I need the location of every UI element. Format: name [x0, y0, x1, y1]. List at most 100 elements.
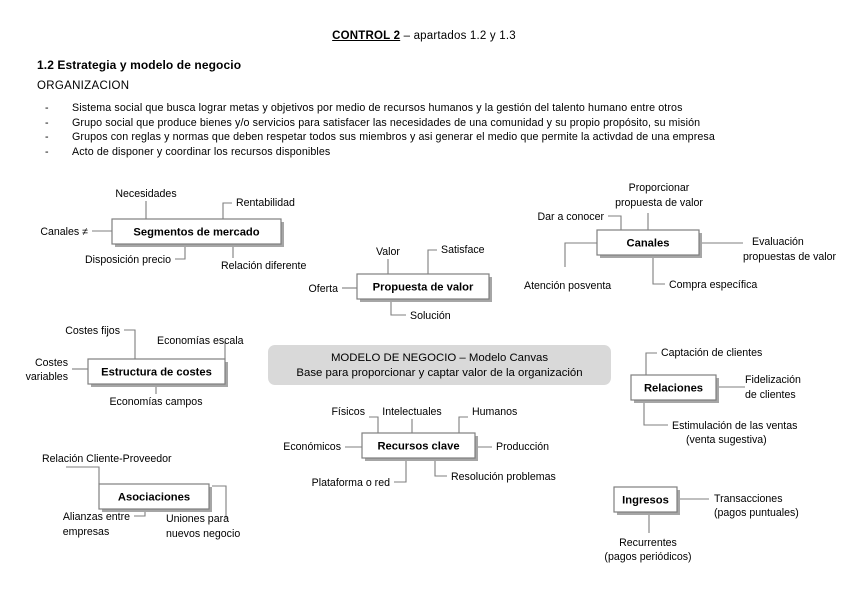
label-pagos-puntuales: (pagos puntuales) [714, 507, 799, 519]
document-title-underlined: CONTROL 2 [332, 30, 401, 42]
label-fidelizacion: Fidelización [745, 374, 801, 386]
label-costes-fijos: Costes fijos [65, 325, 120, 337]
connector-compra-especifica [652, 258, 665, 285]
label-intelectuales: Intelectuales [382, 406, 441, 418]
node-ingresos: Ingresos Transacciones (pagos puntuales)… [604, 486, 799, 563]
node-title: Estructura de costes [101, 367, 212, 379]
connector-uniones-para-nuevos-negocio [212, 485, 227, 518]
center-box-line2: Base para proporcionar y captar valor de… [296, 367, 582, 379]
connector-disposicion-precio [175, 244, 186, 260]
node-box [596, 229, 700, 256]
connector-plataforma-o-red [394, 461, 407, 483]
node-canales: Canales Proporcionar propuesta de valor … [524, 182, 837, 292]
label-alianzas-entre: Alianzas entre [63, 511, 130, 523]
node-propuesta-de-valor: Propuesta de valor Valor Satisface Ofert… [309, 244, 492, 322]
connector-atencion-posventa [564, 242, 597, 267]
label-uniones-para: Uniones para [166, 513, 229, 525]
label-atencion-posventa: Atención posventa [524, 280, 611, 292]
label-fidelizacion-de-clientes: de clientes [745, 389, 796, 401]
node-estructura-de-costes: Estructura de costes Costes fijos Econom… [26, 325, 244, 408]
node-box [98, 483, 210, 510]
label-nuevos-negocio: nuevos negocio [166, 528, 240, 540]
node-box [356, 273, 490, 300]
center-box-line1: MODELO DE NEGOCIO – Modelo Canvas [331, 352, 548, 364]
node-box [613, 486, 678, 513]
connector-relacion-cliente-proveedor [66, 466, 100, 484]
bullet-text: Grupos con reglas y normas que deben res… [72, 131, 715, 144]
label-rentabilidad: Rentabilidad [236, 197, 295, 209]
node-title: Segmentos de mercado [133, 227, 259, 239]
list-item: - Sistema social que busca lograr metas … [45, 101, 835, 116]
connector-satisface [427, 249, 437, 274]
label-canales-distintos: Canales ≠ [40, 226, 88, 238]
bullet-text: Sistema social que busca lograr metas y … [72, 102, 683, 114]
node-asociaciones: Asociaciones Relación Cliente-Proveedor … [42, 453, 240, 540]
connector-costes-fijos [124, 329, 136, 359]
label-plataforma-o-red: Plataforma o red [312, 477, 390, 489]
node-title: Propuesta de valor [373, 282, 474, 294]
label-proporcionar: Proporcionar [629, 182, 690, 194]
label-proporcionar-propuesta-de-valor: propuesta de valor [615, 197, 703, 209]
bullet-marker: - [45, 131, 49, 144]
label-economias-campos: Economías campos [109, 396, 202, 408]
bullet-marker: - [45, 102, 49, 114]
connector-fisicos [369, 416, 379, 433]
node-box [630, 374, 717, 401]
label-economicos: Económicos [283, 441, 341, 453]
bullet-marker: - [45, 116, 49, 129]
label-humanos: Humanos [472, 406, 517, 418]
node-box [111, 218, 282, 245]
node-relaciones: Relaciones Captación de clientes Fideliz… [630, 347, 801, 446]
node-title: Recursos clave [377, 441, 459, 453]
label-oferta: Oferta [309, 283, 339, 295]
connector-solucion [390, 302, 406, 316]
label-costes: Costes [35, 357, 68, 369]
center-canvas-box: MODELO DE NEGOCIO – Modelo Canvas Base p… [268, 345, 611, 385]
node-title: Ingresos [622, 495, 669, 507]
node-title: Asociaciones [118, 492, 190, 504]
label-satisface: Satisface [441, 244, 485, 256]
label-empresas: empresas [63, 526, 110, 538]
label-valor: Valor [376, 246, 400, 258]
label-economias-escala: Economías escala [157, 335, 244, 347]
section-heading: 1.2 Estrategia y modelo de negocio [37, 58, 242, 72]
bullet-marker: - [45, 145, 49, 158]
node-box [87, 358, 226, 385]
connector-estimulacion [643, 400, 668, 426]
label-pagos-periodicos: (pagos periódicos) [604, 551, 691, 563]
bullet-text: Acto de disponer y coordinar los recurso… [72, 145, 331, 158]
label-produccion: Producción [496, 441, 549, 453]
node-title: Canales [627, 238, 670, 250]
label-resolucion-problemas: Resolución problemas [451, 471, 556, 483]
label-estimulacion-ventas: Estimulación de las ventas [672, 420, 797, 432]
list-item: - Grupos con reglas y normas que deben r… [45, 130, 835, 145]
document-title-rest: – apartados 1.2 y 1.3 [400, 30, 516, 42]
label-recurrentes: Recurrentes [619, 537, 677, 549]
label-costes-variables: variables [26, 371, 68, 383]
connector-rentabilidad [222, 202, 232, 219]
node-box [361, 432, 476, 459]
center-box-background [268, 345, 611, 385]
connector-dar-a-conocer [608, 215, 622, 230]
node-recursos-clave: Recursos clave Físicos Intelectuales Hum… [283, 406, 556, 489]
label-evaluacion-propuestas-de-valor: propuestas de valor [743, 251, 837, 263]
label-solucion: Solución [410, 310, 451, 322]
label-relacion-cliente-proveedor: Relación Cliente-Proveedor [42, 453, 172, 465]
subheading-organizacion: ORGANIZACION [37, 80, 130, 92]
label-venta-sugestiva: (venta sugestiva) [686, 434, 767, 446]
label-captacion-de-clientes: Captación de clientes [661, 347, 762, 359]
label-disposicion-precio: Disposición precio [85, 254, 171, 266]
connector-humanos [458, 416, 468, 433]
bullet-list: - Sistema social que busca lograr metas … [45, 101, 835, 159]
bullet-text: Grupo social que produce bienes y/o serv… [72, 116, 701, 129]
connector-captacion-de-clientes [645, 352, 657, 375]
label-evaluacion: Evaluación [752, 236, 804, 248]
document-title: CONTROL 2 – apartados 1.2 y 1.3 [0, 30, 848, 42]
list-item: - Acto de disponer y coordinar los recur… [45, 145, 835, 160]
label-relacion-diferente: Relación diferente [221, 260, 306, 272]
node-segmentos-de-mercado: Segmentos de mercado Necesidades Rentabi… [40, 188, 306, 272]
label-transacciones: Transacciones [714, 493, 783, 505]
connector-resolucion-problemas [434, 461, 447, 477]
